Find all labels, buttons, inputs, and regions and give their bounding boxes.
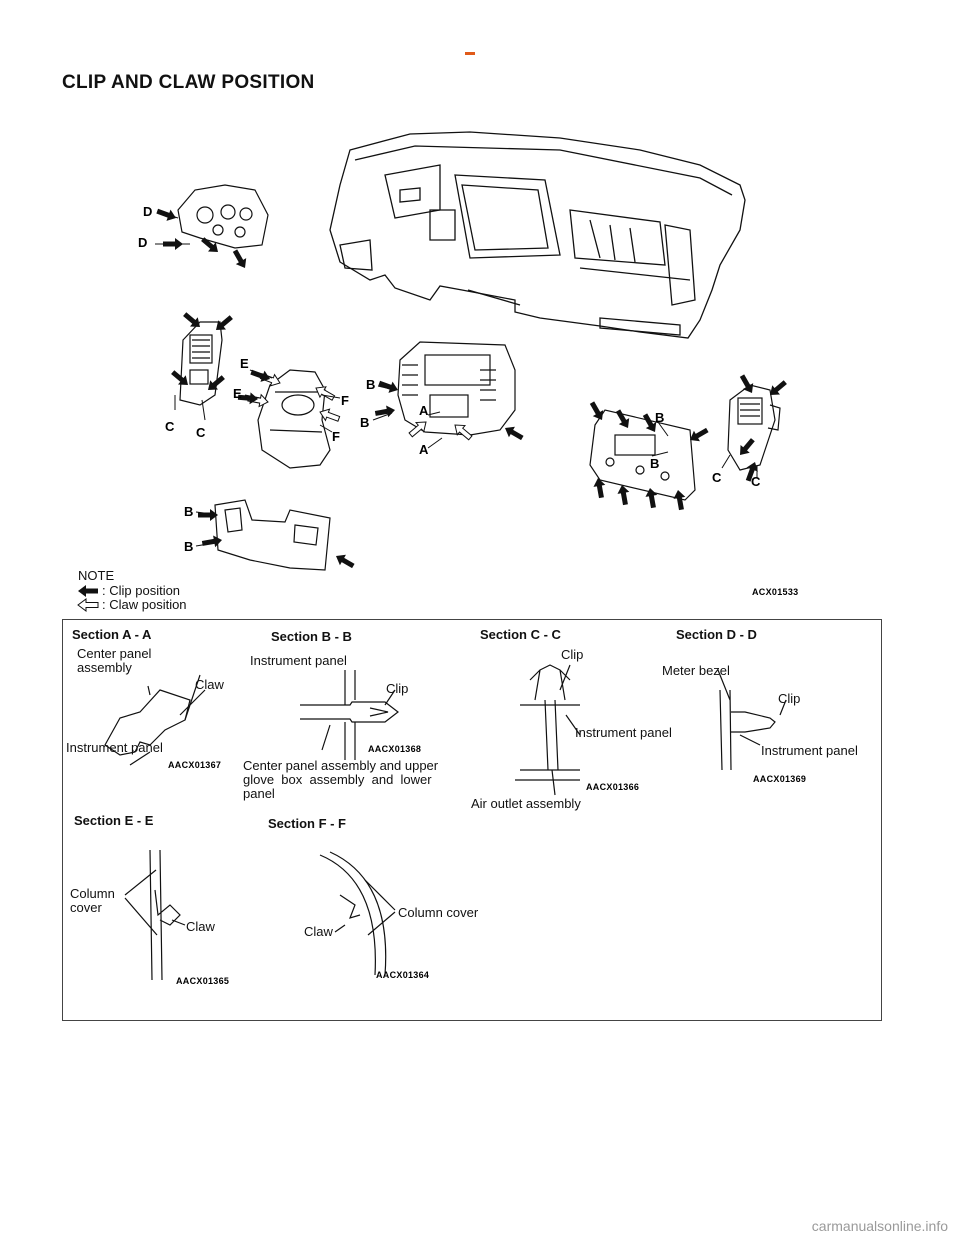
page-title: CLIP AND CLAW POSITION [62, 72, 315, 93]
label-dd-clip: Clip [778, 691, 801, 706]
label-bb-clip: Clip [386, 681, 409, 696]
section-cc-title: Section C - C [480, 627, 561, 642]
callout-f2: F [332, 429, 340, 444]
callout-b1: B [366, 377, 375, 392]
code-cc: AACX01366 [586, 782, 639, 792]
figure-code: ACX01533 [752, 587, 798, 597]
label-bb-line3: panel [243, 786, 275, 801]
code-aa: AACX01367 [168, 760, 221, 770]
label-ff-claw: Claw [304, 924, 333, 939]
label-meter-bezel: Meter bezel [662, 663, 730, 678]
code-ff: AACX01364 [376, 970, 429, 980]
callout-c1: C [165, 419, 175, 434]
under-cover-drawing [214, 499, 331, 571]
label-cc-instrument-panel: Instrument panel [575, 725, 672, 740]
callout-b4: B [650, 456, 659, 471]
section-ff-title: Section F - F [268, 816, 346, 831]
label-bb-line1: Center panel assembly and upper [243, 758, 439, 773]
right-air-outlet-drawing [727, 384, 781, 471]
label-bb-instrument-panel: Instrument panel [250, 653, 347, 668]
callout-b6: B [184, 539, 193, 554]
label-cover: cover [70, 900, 102, 915]
instrument-panel-drawing [329, 131, 746, 339]
label-center-panel: Center panel [77, 646, 152, 661]
label-column: Column [70, 886, 115, 901]
label-aa-claw: Claw [195, 677, 224, 692]
label-assembly: assembly [77, 660, 132, 675]
callout-e2: E [233, 386, 242, 401]
code-bb: AACX01368 [368, 744, 421, 754]
callout-e1: E [240, 356, 249, 371]
callout-b2: B [360, 415, 369, 430]
callout-d1: D [143, 204, 152, 219]
section-details-box [62, 619, 882, 1021]
label-aa-instrument-panel: Instrument panel [66, 740, 163, 755]
column-cover-drawing [257, 369, 331, 469]
label-ee-claw: Claw [186, 919, 215, 934]
top-mark [465, 52, 475, 55]
section-ee-title: Section E - E [74, 813, 154, 828]
label-air-outlet: Air outlet assembly [471, 796, 581, 811]
label-cc-clip: Clip [561, 647, 584, 662]
meter-bezel-drawing [177, 184, 269, 249]
code-ee: AACX01365 [176, 976, 229, 986]
label-dd-instrument-panel: Instrument panel [761, 743, 858, 758]
exploded-view-figure: D D C C E E F F B B A A [77, 131, 798, 612]
callout-d2: D [138, 235, 147, 250]
section-bb-title: Section B - B [271, 629, 352, 644]
note-clip: : Clip position [102, 583, 181, 598]
callout-f1: F [341, 393, 349, 408]
callout-a1: A [419, 403, 429, 418]
note-claw: : Claw position [102, 597, 187, 612]
callout-b3: B [655, 410, 664, 425]
callout-c4: C [751, 474, 761, 489]
section-dd-title: Section D - D [676, 627, 757, 642]
label-bb-line2: glove box assembly and lower [243, 772, 432, 787]
code-dd: AACX01369 [753, 774, 806, 784]
left-air-outlet-drawing [179, 321, 223, 406]
callout-b5: B [184, 504, 193, 519]
watermark: carmanualsonline.info [811, 1218, 948, 1234]
callout-c2: C [196, 425, 206, 440]
section-drawings: AACX01367 AACX01368 AACX01366 AACX01369 … [104, 664, 806, 986]
note-heading: NOTE [78, 568, 115, 583]
callout-a2: A [419, 442, 429, 457]
label-column-cover: Column cover [398, 905, 479, 920]
section-aa-title: Section A - A [72, 627, 152, 642]
center-panel-drawing [397, 341, 516, 436]
callout-c3: C [712, 470, 722, 485]
